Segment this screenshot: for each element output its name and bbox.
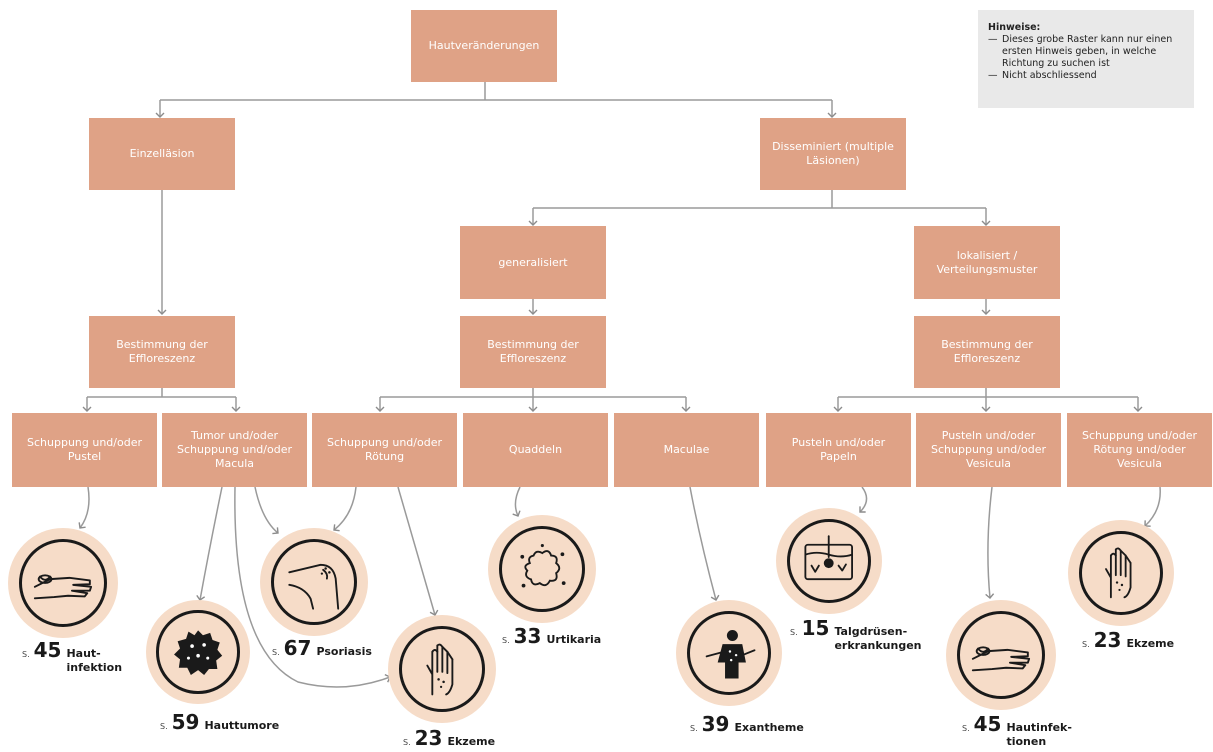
result-disc-hauttumore — [146, 600, 250, 704]
hinweise-item: —Nicht abschliessend — [988, 70, 1097, 81]
node-schuppung-roetung: Schuppung und/oder Rötung — [312, 413, 457, 487]
node-einzellaesion: Einzelläsion — [89, 118, 235, 190]
result-ref-hautinfektion: S. 45 Haut- infektion — [22, 638, 123, 674]
node-disseminiert: Disseminiert (multiple Läsionen) — [760, 118, 906, 190]
node-bestimmung-1: Bestimmung der Effloreszenz — [89, 316, 235, 388]
l5-to-r6 — [689, 486, 720, 601]
result-ref-talgdruesen: S. 15 Talgdrüsen- erkrankungen — [790, 616, 922, 652]
result-ref-ekzeme-1: S. 23 Ekzeme — [403, 726, 496, 750]
node-bestimmung-3: Bestimmung der Effloreszenz — [914, 316, 1060, 388]
node-generalisiert: generalisiert — [460, 226, 606, 299]
l2-to-r4 — [234, 486, 391, 688]
l2-to-r3 — [254, 486, 279, 535]
result-disc-psoriasis — [260, 528, 368, 636]
l3-to-r4 — [397, 486, 439, 616]
l6-to-r7 — [859, 486, 868, 513]
result-ref-hauttumore: S. 59 Hauttumore — [160, 710, 280, 734]
tumor-icon — [173, 630, 223, 675]
result-disc-hautinfektion — [8, 528, 118, 638]
hives-icon — [520, 543, 566, 588]
hinweise-title: Hinweise: — [988, 22, 1041, 33]
result-disc-urtikaria — [488, 515, 596, 623]
torso-icon — [705, 630, 756, 679]
dissem-connector — [533, 190, 986, 209]
result-ref-urtikaria: S. 33 Urtikaria — [502, 624, 602, 648]
l4-to-r5 — [512, 486, 521, 517]
node-schuppung-roetung-vesicula: Schuppung und/oder Rötung und/oder Vesic… — [1067, 413, 1212, 487]
node-maculae: Maculae — [614, 413, 759, 487]
l3-to-r3 — [333, 486, 357, 532]
node-pusteln-papeln: Pusteln und/oder Papeln — [766, 413, 911, 487]
l8-to-r9 — [1144, 486, 1161, 527]
hinweise-box: Hinweise: —Dieses grobe Raster kann nur … — [978, 10, 1194, 108]
node-hautveraenderungen: Hautveränderungen — [411, 10, 557, 82]
elbow-icon — [287, 563, 339, 610]
hinweise-item: —Dieses grobe Raster kann nur einen erst… — [988, 34, 1173, 69]
hand-icon — [971, 646, 1031, 672]
l1-to-r1 — [78, 486, 90, 529]
node-quaddeln: Quaddeln — [463, 413, 608, 487]
hand-icon — [33, 574, 93, 600]
raised-hand-icon — [426, 643, 453, 696]
result-disc-hautinfektionen — [946, 600, 1056, 710]
result-ref-exantheme: S. 39 Exantheme — [690, 712, 804, 736]
node-schuppung-pustel: Schuppung und/oder Pustel — [12, 413, 157, 487]
result-disc-talgdruesen — [776, 508, 882, 614]
result-disc-ekzeme-1 — [388, 615, 496, 723]
node-pusteln-schuppung-vesicula: Pusteln und/oder Schuppung und/oder Vesi… — [916, 413, 1061, 487]
result-disc-exantheme — [676, 600, 782, 706]
best3-connector — [838, 388, 1138, 398]
result-ref-hautinfektionen: S. 45 Hautinfek- tionen — [962, 712, 1072, 748]
best1-connector — [87, 388, 236, 398]
result-ref-psoriasis: S. 67 Psoriasis — [272, 636, 372, 660]
hair-follicle-icon — [804, 535, 854, 581]
root-connector — [160, 82, 832, 101]
node-bestimmung-2: Bestimmung der Effloreszenz — [460, 316, 606, 388]
best2-connector — [380, 388, 686, 398]
l7-to-r8 — [985, 486, 995, 599]
result-disc-ekzeme-2 — [1068, 520, 1174, 626]
l2-to-r2 — [196, 486, 223, 601]
node-lokalisiert: lokalisiert / Verteilungsmuster — [914, 226, 1060, 299]
raised-hand-icon — [1105, 547, 1132, 599]
result-ref-ekzeme-2: S. 23 Ekzeme — [1082, 628, 1175, 652]
node-tumor-schuppung-macula: Tumor und/oder Schuppung und/oder Macula — [162, 413, 307, 487]
